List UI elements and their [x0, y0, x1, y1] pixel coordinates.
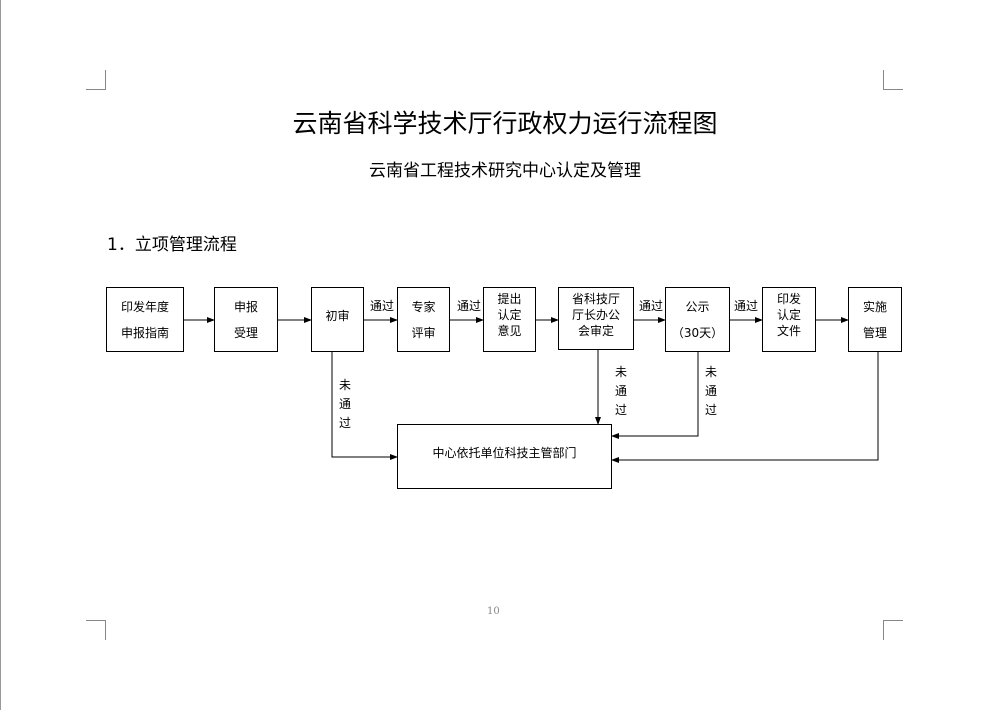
node-text: 认定	[497, 308, 522, 322]
edge-label-pass: 通过	[639, 299, 664, 313]
crop-mark	[105, 70, 106, 90]
node-text: 受理	[233, 325, 258, 340]
flow-node-issue-document: 印发认定文件	[762, 287, 816, 352]
flow-node-publicity: 公示 （30天）	[665, 287, 730, 352]
node-text: 申报指南	[120, 325, 169, 340]
edge-label-pass: 通过	[370, 299, 395, 313]
node-text: 省科技厅	[571, 292, 620, 306]
char: 通	[704, 384, 717, 398]
flow-node-dept: 中心依托单位科技主管部门	[397, 424, 612, 489]
node-text: 认定	[776, 308, 801, 322]
crop-mark	[86, 89, 106, 90]
flow-node-opinion: 提出认定意见	[483, 287, 536, 352]
edge-label-pass: 通过	[457, 299, 482, 313]
edge-label-fail: 未通过	[614, 363, 628, 420]
node-text: 专家	[411, 299, 436, 314]
char: 过	[704, 403, 717, 417]
crop-mark	[105, 620, 106, 640]
node-text: 管理	[862, 325, 887, 340]
crop-mark	[883, 620, 903, 621]
node-text: （30天）	[671, 325, 724, 340]
flow-node-office-meeting: 省科技厅厅长办公会审定	[558, 287, 634, 350]
edge-label-fail: 未通过	[704, 363, 718, 420]
node-text: 会审定	[577, 324, 614, 338]
flow-node-accept: 申报受理	[214, 287, 278, 352]
char: 未	[338, 378, 351, 392]
node-text: 厅长办公	[571, 308, 620, 322]
node-text: 提出	[497, 292, 522, 306]
char: 过	[614, 403, 627, 417]
node-text: 印发年度	[120, 299, 169, 314]
flow-node-initial-review: 初审	[311, 287, 364, 352]
char: 通	[614, 384, 627, 398]
crop-mark	[86, 620, 106, 621]
node-text: 中心依托单位科技主管部门	[432, 446, 577, 460]
node-text: 印发	[776, 292, 801, 306]
section-heading: 1．立项管理流程	[107, 235, 237, 255]
char: 未	[614, 365, 627, 379]
node-text: 初审	[325, 309, 350, 323]
char: 通	[338, 397, 351, 411]
edge-label-fail: 未通过	[338, 376, 352, 433]
page-title: 云南省科学技术厅行政权力运行流程图	[292, 109, 718, 138]
node-text: 公示	[685, 299, 710, 314]
node-text: 申报	[233, 299, 258, 314]
edge-label-pass: 通过	[734, 299, 759, 313]
node-text: 评审	[411, 325, 436, 340]
node-text: 文件	[776, 324, 801, 338]
flow-node-implement: 实施管理	[848, 287, 902, 352]
flow-node-issue-guide: 印发年度申报指南	[106, 287, 184, 352]
page-subtitle: 云南省工程技术研究中心认定及管理	[369, 161, 641, 181]
node-text: 意见	[497, 324, 522, 338]
crop-mark	[883, 89, 903, 90]
page-number: 10	[487, 606, 500, 617]
char: 未	[704, 365, 717, 379]
node-text: 实施	[862, 299, 887, 314]
crop-mark	[883, 70, 884, 90]
char: 过	[338, 416, 351, 430]
flow-node-expert-review: 专家评审	[397, 287, 450, 352]
crop-mark	[883, 620, 884, 640]
